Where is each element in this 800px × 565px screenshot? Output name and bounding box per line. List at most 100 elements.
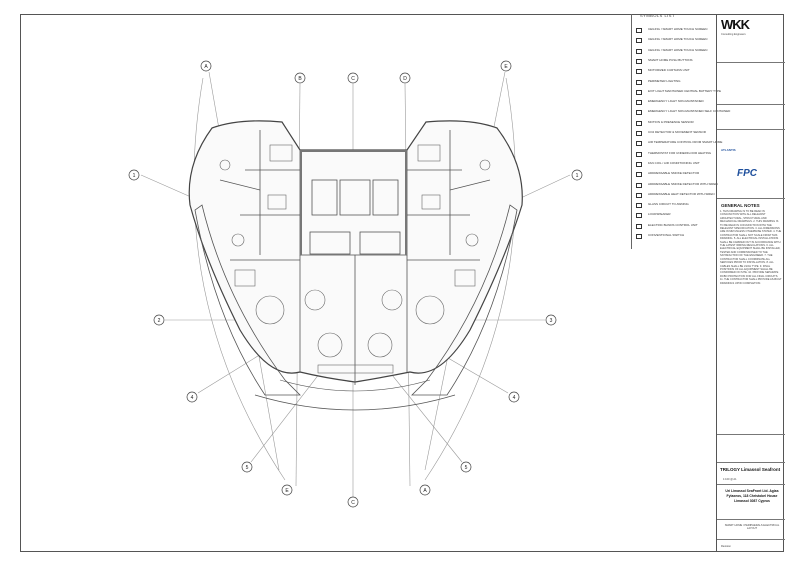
symbol-row: CEILING / SMART HOME TOUCH SCREEN <box>636 47 716 55</box>
symbol-glyph-icon <box>636 89 642 95</box>
fixtures <box>219 144 491 374</box>
symbol-description: SMART HOME PUSH BUTTONS <box>648 57 693 62</box>
symbol-description: GLASS CIRCUIT TO AWNING <box>648 202 689 207</box>
symbol-description: EMERGENCY LIGHT NON-MAINTAINED SELF CONT… <box>648 109 731 114</box>
general-notes-title: GENERAL NOTES <box>721 203 760 208</box>
client-address: Uri Limassol SeaFront Ltd. Agias Fylaxeo… <box>725 489 779 503</box>
building-outline <box>188 120 523 411</box>
symbol-row: SMART HOME PUSH BUTTONS <box>636 57 716 65</box>
grid-label-e-bottom: E <box>285 488 289 494</box>
partner-small-logo: ATLANTIS <box>721 148 736 152</box>
grid-label-3-right: 3 <box>550 318 553 324</box>
symbol-glyph-icon <box>636 151 642 157</box>
symbol-glyph-icon <box>636 100 642 106</box>
grid-label-1-left: 1 <box>133 173 136 179</box>
symbol-glyph-icon <box>636 223 642 229</box>
project-name: TRILOGY Limassol Seafront <box>720 467 781 472</box>
symbol-description: FAN COIL / AIR CONDITIONING UNIT <box>648 160 700 165</box>
symbol-glyph-icon <box>636 69 642 75</box>
symbol-row: CONVENTIONAL SWITCH <box>636 234 716 240</box>
symbol-row: ELECTRIC BLINDS CONTROL UNIT <box>636 222 716 230</box>
grid-label-e-top: E <box>504 64 508 70</box>
symbols-list: SYMBOLS LIST CEILING / SMART HOME TOUCH … <box>631 13 730 249</box>
symbol-glyph-icon <box>636 161 642 167</box>
symbol-row: ADDRESSABLE SMOKE DETECTOR <box>636 172 716 178</box>
symbol-description: CEILING / SMART HOME TOUCH SCREEN <box>648 37 708 42</box>
symbol-description: CONVENTIONAL SWITCH <box>648 233 685 237</box>
symbol-row: ADDRESSABLE HEAT DETECTOR WITH SIREN <box>636 191 716 199</box>
symbol-glyph-icon <box>636 234 642 239</box>
symbol-description: MOTION & PRESENCE SENSOR <box>648 119 694 124</box>
drawing-frame <box>20 14 784 552</box>
symbol-glyph-icon <box>636 28 642 33</box>
symbol-description: CEILING / SMART HOME TOUCH SCREEN <box>648 27 708 31</box>
grid-label-5-right: 5 <box>465 465 468 471</box>
symbol-row: MOTION & PRESENCE SENSOR <box>636 119 716 127</box>
grid-label-c-bottom: C <box>351 500 355 506</box>
symbol-glyph-icon <box>636 131 642 136</box>
symbol-glyph-icon <box>636 213 642 219</box>
company-logo: WKK <box>721 17 750 32</box>
hatch-marks <box>300 150 407 255</box>
grid-label-a-bottom: A <box>423 488 427 494</box>
symbol-row: EMERGENCY LIGHT NON-MAINTAINED <box>636 100 716 106</box>
symbol-row: AIR TEMPERATURE CONTROL FROM SMART HOME <box>636 141 722 147</box>
symbol-description: AIR TEMPERATURE CONTROL FROM SMART HOME <box>648 140 723 145</box>
symbol-row: MOTORIZED CURTAINS UNIT <box>636 69 716 75</box>
symbol-glyph-icon <box>636 192 642 198</box>
symbol-description: ADDRESSABLE SMOKE DETECTOR WITH SIREN <box>648 181 718 186</box>
symbol-row: FAN COIL / AIR CONDITIONING UNIT <box>636 160 716 168</box>
partner-logo: FPC <box>737 168 757 179</box>
symbol-row: CEILING / SMART HOME TOUCH SCREEN <box>636 38 716 44</box>
symbol-description: ELECTRIC BLINDS CONTROL UNIT <box>648 222 698 227</box>
symbol-glyph-icon <box>636 110 642 116</box>
symbol-glyph-icon <box>636 172 642 178</box>
general-notes-text: 1. THIS DRAWING IS TO BE READ IN CONJUNC… <box>720 210 782 285</box>
symbol-glyph-icon <box>636 182 642 188</box>
symbol-row: EMERGENCY LIGHT NON-MAINTAINED SELF CONT… <box>636 110 730 116</box>
grid-label-a-top: A <box>204 64 208 70</box>
grid-label-c-top: C <box>351 76 355 82</box>
scale-label: 1:100 @ A1 <box>723 478 737 481</box>
symbol-description: ADDRESSABLE SMOKE DETECTOR <box>648 171 700 176</box>
symbol-row: CEILING / SMART HOME TOUCH SCREEN <box>636 28 716 34</box>
symbol-description: LOUDSPEAKER <box>648 212 671 217</box>
grid-bubble-labels: A B C D E 1 1 2 3 4 4 5 5 E C A <box>133 64 579 506</box>
symbol-description: ADDRESSABLE HEAT DETECTOR WITH SIREN <box>648 191 715 196</box>
symbol-glyph-icon <box>636 79 642 85</box>
drawing-title: SMART HOME / PERIPHERALS ELECTRICAL LAYO… <box>724 524 780 530</box>
grid-label-4-right: 4 <box>513 395 516 401</box>
symbol-description: CO2 DETECTOR & MOVEMENT SENSOR <box>648 130 706 134</box>
symbol-description: CEILING / SMART HOME TOUCH SCREEN <box>648 47 708 52</box>
revision-label: Revision <box>721 545 731 548</box>
symbol-row: LOUDSPEAKER <box>636 213 716 219</box>
symbol-description: THERMOSTAT FOR UNDERFLOOR HEATING <box>648 150 712 155</box>
grid-label-2-left: 2 <box>158 318 161 324</box>
company-subtitle: Consulting Engineers <box>721 33 746 36</box>
symbol-glyph-icon <box>636 58 642 64</box>
symbol-description: EXIT LIGHT MAINTAINED CENTRAL BATTERY TY… <box>648 88 722 93</box>
grid-label-b-top: B <box>298 76 302 82</box>
title-block: WKK Consulting Engineers ATLANTIS FPC GE… <box>716 14 785 552</box>
symbol-glyph-icon <box>636 203 642 209</box>
symbol-row: THERMOSTAT FOR UNDERFLOOR HEATING <box>636 150 716 158</box>
grid-label-5-left: 5 <box>246 465 249 471</box>
symbol-row: EXIT LIGHT MAINTAINED CENTRAL BATTERY TY… <box>636 89 721 96</box>
symbol-description: EMERGENCY LIGHT NON-MAINTAINED <box>648 99 704 104</box>
symbol-glyph-icon <box>636 38 642 44</box>
symbol-glyph-icon <box>636 120 642 126</box>
grid-label-1-right: 1 <box>576 173 579 179</box>
symbol-description: MOTORIZED CURTAINS UNIT <box>648 68 690 73</box>
symbol-row: CO2 DETECTOR & MOVEMENT SENSOR <box>636 131 716 137</box>
symbol-row: GLASS CIRCUIT TO AWNING <box>636 203 716 209</box>
grid-label-d-top: D <box>403 76 407 82</box>
symbol-glyph-icon <box>636 48 642 54</box>
symbols-list-title: SYMBOLS LIST <box>640 13 675 18</box>
symbol-glyph-icon <box>636 141 642 147</box>
symbol-row: ADDRESSABLE SMOKE DETECTOR WITH SIREN <box>636 181 718 189</box>
symbol-row: PERIMETER LIGHTING <box>636 78 716 86</box>
grid-bubbles <box>128 60 583 508</box>
symbol-description: PERIMETER LIGHTING <box>648 78 681 83</box>
